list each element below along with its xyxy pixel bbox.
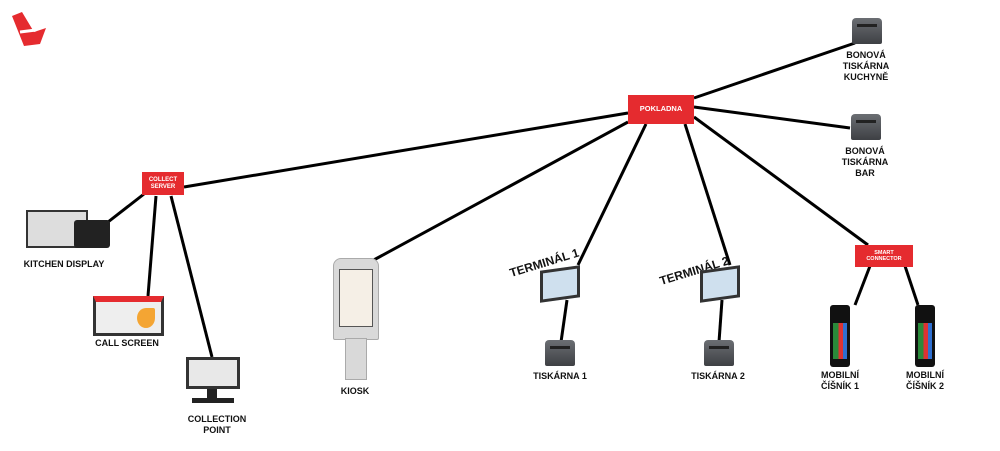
kiosk-device[interactable] <box>333 258 379 340</box>
link-pokladna-kiosk <box>369 120 629 264</box>
mobilni-cisnik-1-phone-icon[interactable] <box>830 305 850 367</box>
tiskarna-1-label: TISKÁRNA 1 <box>533 371 587 381</box>
kiosk-stand <box>345 338 367 380</box>
collection-point-stand <box>207 389 217 399</box>
link-pokladna-terminal2 <box>683 123 732 266</box>
call-screen-display[interactable] <box>93 296 164 336</box>
mobilni-cisnik-2-label: MOBILNÍ ČÍŠNÍK 2 <box>905 370 945 391</box>
mobilni-cisnik-2-phone-icon[interactable] <box>915 305 935 367</box>
link-smart-mobil1 <box>853 265 872 306</box>
link-terminal1-tiskarna1 <box>559 299 569 343</box>
link-pokladna-bar <box>693 105 851 130</box>
collect-server-node[interactable]: COLLECT SERVER <box>142 172 184 195</box>
pokladna-node[interactable]: POKLADNA <box>628 95 694 124</box>
terminal-2-device[interactable] <box>700 265 740 303</box>
link-collect-callscreen <box>146 195 158 297</box>
collection-point-base <box>192 398 234 403</box>
link-collect-kitchen <box>107 192 145 224</box>
tiskarna-2-icon[interactable] <box>704 340 734 366</box>
brand-logo-icon <box>12 12 46 46</box>
bonova-kuchyne-label: BONOVÁ TISKÁRNA KUCHYNĚ <box>842 50 890 82</box>
collection-point-screen[interactable] <box>186 357 240 389</box>
link-pokladna-kuchyne <box>693 41 856 100</box>
bonova-bar-label: BONOVÁ TISKÁRNA BAR <box>841 146 889 178</box>
collection-point-label: COLLECTION POINT <box>187 414 247 435</box>
kiosk-label: KIOSK <box>340 386 370 396</box>
link-terminal2-tiskarna2 <box>717 299 724 343</box>
kitchen-printer-icon <box>74 220 110 248</box>
link-collect-collectionpoint <box>169 195 214 358</box>
terminal-1-device[interactable] <box>540 265 580 303</box>
kiosk-screen <box>339 269 373 327</box>
link-smart-mobil2 <box>903 265 920 306</box>
link-pokladna-terminal1 <box>576 123 648 266</box>
link-pokladna-smart <box>693 115 869 247</box>
mobilni-cisnik-1-label: MOBILNÍ ČÍŠNÍK 1 <box>820 370 860 391</box>
tiskarna-2-label: TISKÁRNA 2 <box>691 371 745 381</box>
bonova-bar-printer-icon[interactable] <box>851 114 881 140</box>
call-screen-label: CALL SCREEN <box>95 338 159 348</box>
smart-connector-node[interactable]: SMART CONNECTOR <box>855 245 913 267</box>
pizza-icon <box>137 308 155 328</box>
tiskarna-1-icon[interactable] <box>545 340 575 366</box>
link-collect-pokladna <box>183 111 629 189</box>
kitchen-display-label: KITCHEN DISPLAY <box>23 259 105 269</box>
bonova-kuchyne-printer-icon[interactable] <box>852 18 882 44</box>
